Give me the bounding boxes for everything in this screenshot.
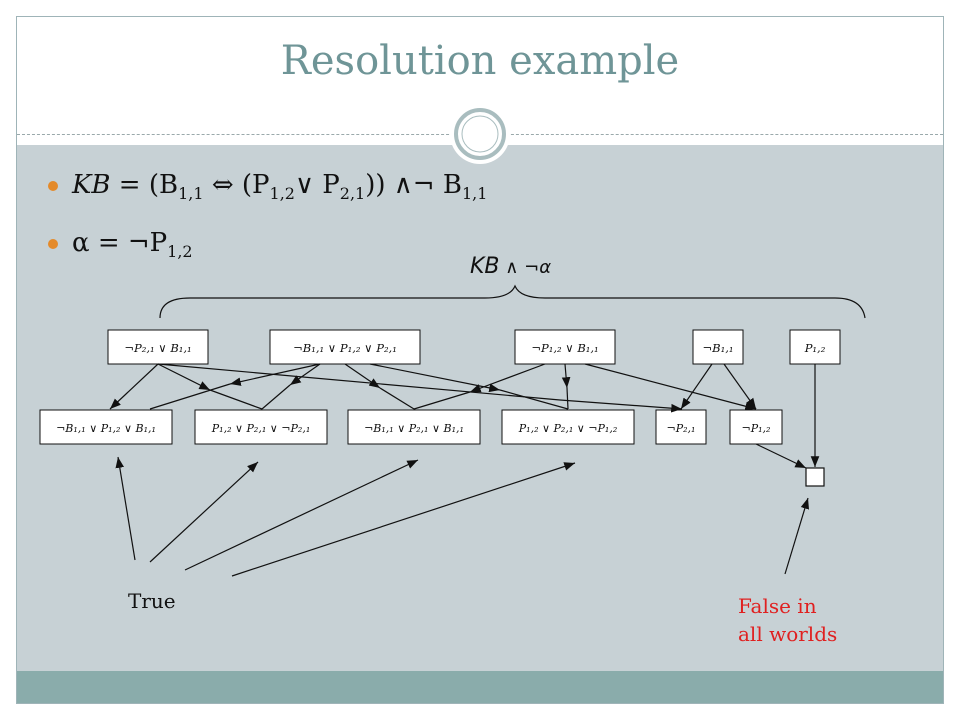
kb-part: = (B — [110, 170, 179, 200]
svg-text:P₁,₂ ∨ P₂,₁ ∨ ¬P₁,₂: P₁,₂ ∨ P₂,₁ ∨ ¬P₁,₂ — [518, 422, 617, 435]
svg-text:¬P₂,₁ ∨ B₁,₁: ¬P₂,₁ ∨ B₁,₁ — [124, 341, 191, 355]
clause-box-top-2: ¬B₁,₁ ∨ P₁,₂ ∨ P₂,₁ — [269, 329, 421, 365]
svg-text:¬B₁,₁: ¬B₁,₁ — [703, 341, 734, 355]
slide-content-area — [17, 145, 943, 671]
kb-subscript: 1,1 — [178, 184, 204, 203]
alpha-text: α = ¬P — [72, 228, 168, 258]
svg-text:¬P₂,₁: ¬P₂,₁ — [667, 422, 696, 435]
clause-box-bottom-2: P₁,₂ ∨ P₂,₁ ∨ ¬P₂,₁ — [194, 409, 328, 445]
bullet-alpha-definition: α = ¬P1,2 — [48, 228, 193, 261]
kb-subscript: 1,1 — [461, 184, 488, 203]
kb-symbol: KB — [72, 170, 111, 200]
clause-box-bottom-5: ¬P₂,₁ — [655, 409, 707, 445]
bullet-dot — [48, 239, 58, 249]
clause-box-top-5: P₁,₂ — [789, 329, 841, 365]
svg-text:¬P₁,₂ ∨ B₁,₁: ¬P₁,₂ ∨ B₁,₁ — [531, 341, 598, 355]
svg-text:P₁,₂ ∨ P₂,₁ ∨ ¬P₂,₁: P₁,₂ ∨ P₂,₁ ∨ ¬P₂,₁ — [211, 422, 310, 435]
clause-box-top-1: ¬P₂,₁ ∨ B₁,₁ — [107, 329, 209, 365]
slide-footer-bar — [17, 671, 943, 703]
resolution-edges — [109, 363, 820, 577]
svg-text:¬B₁,₁ ∨ P₁,₂ ∨ B₁,₁: ¬B₁,₁ ∨ P₁,₂ ∨ B₁,₁ — [56, 422, 156, 435]
false-label: False in all worlds — [738, 592, 837, 648]
svg-text:P₁,₂: P₁,₂ — [804, 341, 826, 355]
kb-part: )) ∧¬ B — [365, 170, 462, 200]
svg-text:¬B₁,₁ ∨ P₂,₁ ∨ B₁,₁: ¬B₁,₁ ∨ P₂,₁ ∨ B₁,₁ — [364, 422, 464, 435]
kb-part: ⇔ (P — [203, 170, 270, 200]
bullet-kb-definition: KB = (B1,1 ⇔ (P1,2∨ P2,1)) ∧¬ B1,1 — [48, 170, 487, 203]
kb-brace — [159, 284, 866, 319]
kb-subscript: 2,1 — [339, 184, 366, 203]
clause-box-bottom-6: ¬P₁,₂ — [729, 409, 783, 445]
svg-text:¬B₁,₁ ∨ P₁,₂ ∨ P₂,₁: ¬B₁,₁ ∨ P₁,₂ ∨ P₂,₁ — [293, 341, 397, 355]
slide-title: Resolution example — [280, 38, 680, 84]
empty-clause-box — [805, 467, 825, 487]
clause-box-bottom-1: ¬B₁,₁ ∨ P₁,₂ ∨ B₁,₁ — [39, 409, 173, 445]
false-label-line-2: all worlds — [738, 622, 838, 646]
alpha-subscript: 1,2 — [167, 242, 193, 261]
bullet-dot — [48, 181, 58, 191]
clause-box-top-3: ¬P₁,₂ ∨ B₁,₁ — [514, 329, 616, 365]
kb-part: ∨ P — [294, 170, 340, 200]
clause-box-bottom-3: ¬B₁,₁ ∨ P₂,₁ ∨ B₁,₁ — [347, 409, 481, 445]
svg-text:¬P₁,₂: ¬P₁,₂ — [742, 422, 771, 435]
false-label-line-1: False in — [738, 594, 817, 618]
true-label: True — [128, 589, 176, 613]
slide-frame — [16, 16, 944, 704]
clause-box-top-4: ¬B₁,₁ — [692, 329, 744, 365]
brace-label: KB ∧ ¬α — [470, 254, 551, 279]
kb-subscript: 1,2 — [269, 184, 295, 203]
clause-box-bottom-4: P₁,₂ ∨ P₂,₁ ∨ ¬P₁,₂ — [501, 409, 635, 445]
